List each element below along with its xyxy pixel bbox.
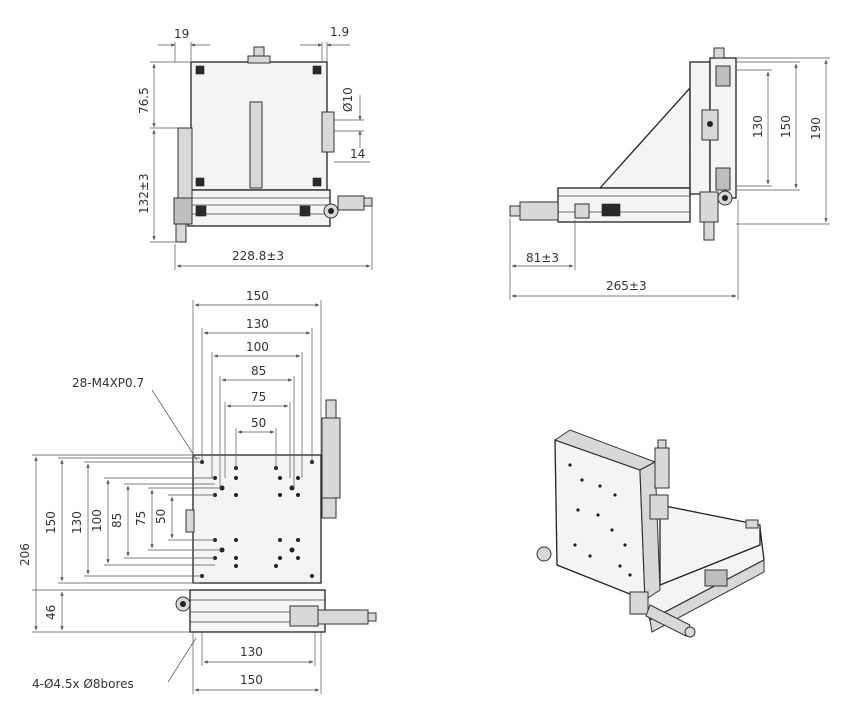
top-left-clamp: [185, 509, 195, 533]
bore-note: 4-Ø4.5x Ø8bores: [32, 677, 134, 691]
iso-gusset: [659, 504, 761, 586]
dim-19: 19: [174, 27, 189, 41]
dim-bottom-130: 130: [240, 645, 263, 659]
dim-14: 14: [350, 147, 365, 161]
front-corner-screw: [312, 65, 322, 75]
dim-side-190: 190: [809, 117, 823, 140]
iso-micrometer-vertical: [654, 447, 670, 489]
dim-76-5: 76.5: [137, 87, 151, 114]
dim-side-265: 265±3: [606, 279, 647, 293]
top-micrometer-vertical: [321, 417, 341, 499]
side-micrometer-head: [699, 191, 719, 223]
dim-bottom-150: 150: [240, 673, 263, 687]
dim-132: 132±3: [137, 173, 151, 214]
front-side-block: [321, 111, 335, 153]
top-view: 150 130 100 85 75 50 206 150 130: [18, 289, 377, 694]
front-center-rail: [249, 101, 263, 189]
front-top-knob: [247, 55, 271, 64]
top-thread-holes: [200, 460, 314, 578]
dim-top-85: 85: [251, 364, 266, 378]
front-corner-screw: [195, 177, 205, 187]
dim-top-v50: 50: [154, 509, 168, 524]
iso-lock-knob: [536, 546, 552, 562]
front-micrometer-head: [173, 197, 193, 225]
dim-1-9: 1.9: [330, 25, 349, 39]
dim-top-v100: 100: [90, 509, 104, 532]
thread-note: 28-M4XP0.7: [72, 376, 144, 390]
dim-228-8: 228.8±3: [232, 249, 284, 263]
dim-top-v150: 150: [44, 511, 58, 534]
dim-top-130: 130: [246, 317, 269, 331]
front-top-knob-tip: [253, 46, 265, 57]
front-view: 19 1.9 76.5 132±3 Ø10 14 228.8±3: [137, 25, 373, 270]
dim-top-v130: 130: [70, 511, 84, 534]
side-view: 130 150 190 81±3 265±3: [509, 47, 830, 300]
dim-side-81: 81±3: [526, 251, 559, 265]
front-corner-screw: [195, 65, 205, 75]
dim-top-v46: 46: [44, 605, 58, 620]
isometric-view: [536, 429, 765, 638]
dim-top-75: 75: [251, 390, 266, 404]
iso-holes: [568, 463, 632, 577]
side-micrometer-horizontal: [519, 201, 559, 221]
dim-top-50: 50: [251, 416, 266, 430]
front-micrometer-horizontal: [337, 195, 365, 211]
side-gusset: [598, 86, 691, 189]
front-corner-screw: [312, 177, 322, 187]
side-top-knob: [713, 47, 725, 59]
dim-top-100: 100: [246, 340, 269, 354]
dim-top-206: 206: [18, 543, 32, 566]
iso-micrometer-horizontal: [645, 604, 691, 637]
dim-top-v85: 85: [110, 513, 124, 528]
dim-side-150: 150: [779, 115, 793, 138]
dim-top-v75: 75: [134, 511, 148, 526]
front-micrometer-vertical: [177, 127, 193, 199]
dim-hole-10: Ø10: [341, 87, 355, 112]
top-micrometer-horizontal: [317, 609, 369, 625]
dim-side-130: 130: [751, 115, 765, 138]
iso-lock: [704, 569, 728, 587]
dim-top-150: 150: [246, 289, 269, 303]
